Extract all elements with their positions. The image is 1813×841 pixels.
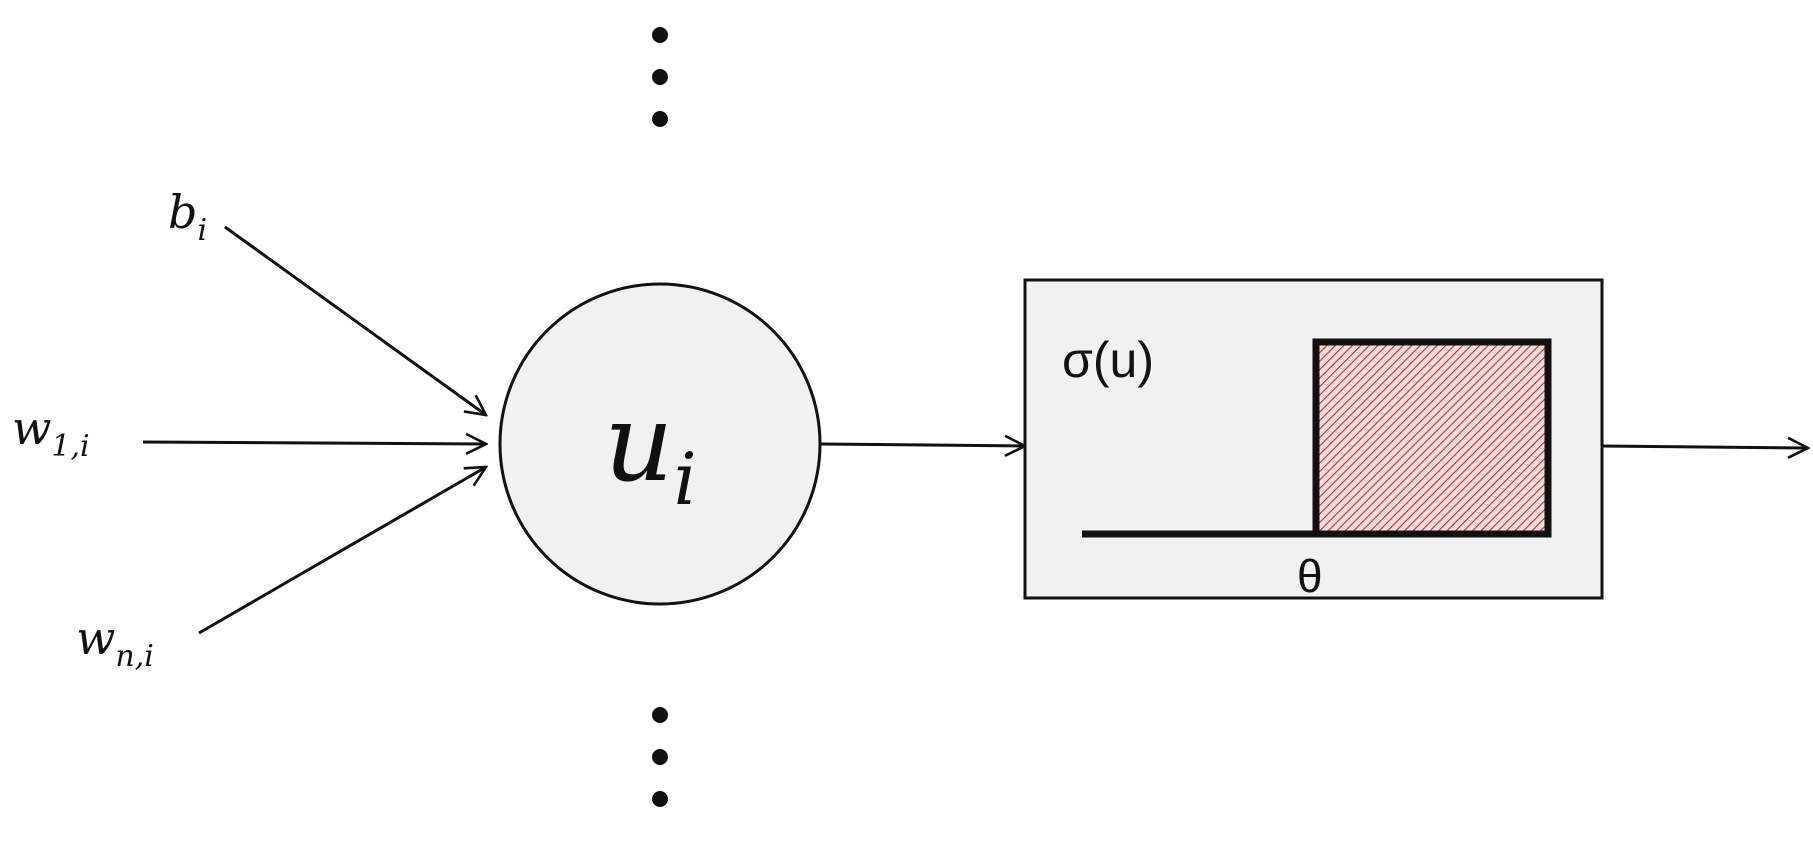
neuron-label: ui bbox=[604, 381, 697, 521]
weight-last-subscript: n,i bbox=[115, 639, 153, 674]
ellipsis-dot bbox=[652, 791, 668, 807]
neuron-symbol: u bbox=[604, 381, 674, 506]
activation-area bbox=[1316, 342, 1548, 534]
activation-label: σ(u) bbox=[1062, 332, 1154, 388]
activation-box: σ(u) θ bbox=[1023, 278, 1604, 602]
weight-last-label: wn,i bbox=[76, 611, 154, 674]
ellipsis-top bbox=[652, 27, 668, 127]
bias-symbol: b bbox=[168, 185, 197, 239]
ellipsis-dot bbox=[652, 749, 668, 765]
bias-label: bi bbox=[168, 185, 207, 248]
neuron-circle bbox=[498, 282, 822, 606]
threshold-label: θ bbox=[1297, 550, 1323, 602]
neuron-subscript: i bbox=[674, 437, 697, 521]
bias-arrow bbox=[224, 225, 486, 415]
weight-first-arrow bbox=[142, 442, 486, 444]
output-arrow bbox=[1601, 446, 1808, 448]
bias-subscript: i bbox=[197, 213, 207, 248]
neuron-to-activation-arrow bbox=[820, 444, 1025, 446]
weight-last-symbol: w bbox=[76, 611, 115, 665]
neuron-node: ui bbox=[498, 282, 822, 606]
weight-last-arrow bbox=[198, 467, 486, 635]
weight-first-label: w1,i bbox=[12, 401, 90, 464]
ellipsis-dot bbox=[652, 707, 668, 723]
ellipsis-dot bbox=[652, 27, 668, 43]
ellipsis-dot bbox=[652, 69, 668, 85]
weight-first-subscript: 1,i bbox=[51, 429, 89, 464]
ellipsis-dot bbox=[652, 111, 668, 127]
ellipsis-bottom bbox=[652, 707, 668, 807]
step-function-curve bbox=[1082, 338, 1552, 538]
weight-first-symbol: w bbox=[12, 401, 51, 455]
